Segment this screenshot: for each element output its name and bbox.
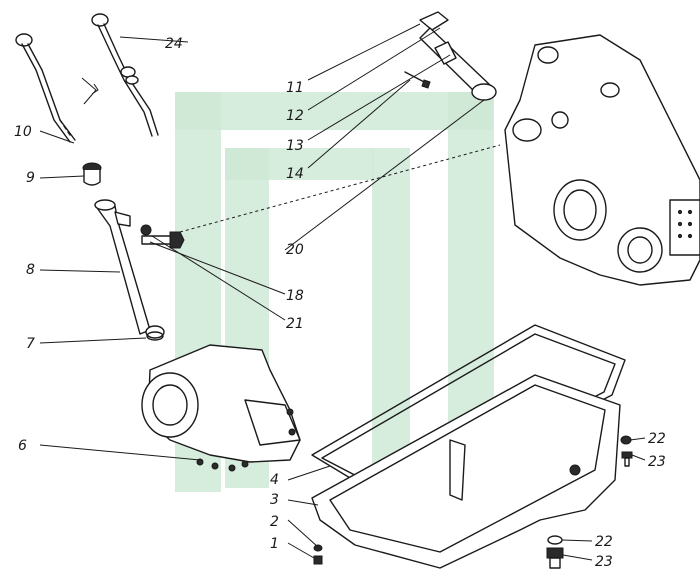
seal-7 (146, 331, 164, 341)
replacement-arrow (81, 77, 99, 105)
callout-16: 18 (286, 288, 304, 304)
callout-labels: 24 10 9 8 7 6 11 12 13 14 20 18 21 4 3 2… (14, 36, 666, 570)
leader-lines (39, 23, 646, 561)
watermark-logo (175, 92, 494, 492)
callout-10: 10 (14, 124, 32, 140)
callout-9: 9 (26, 170, 35, 186)
callout-17: 20 (286, 242, 304, 258)
callout-6: 6 (18, 438, 27, 454)
washer-16 (140, 224, 152, 236)
callout-23: 23 (595, 554, 613, 570)
callout-21: 23 (648, 454, 666, 470)
callout-14: 14 (286, 166, 304, 182)
callout-20: 22 (648, 431, 666, 447)
callout-8: 8 (26, 262, 35, 278)
callout-13: 13 (286, 138, 304, 154)
callout-1: 1 (270, 536, 279, 552)
guide-tube-8 (94, 199, 165, 339)
bolt-1 (313, 555, 323, 565)
gasket-22 (547, 535, 563, 545)
plug-9 (82, 162, 102, 186)
callout-7: 7 (26, 336, 35, 352)
callout-4: 4 (270, 472, 279, 488)
breather-pipe-11 (404, 11, 497, 101)
callout-22: 22 (595, 534, 613, 550)
callout-24: 24 (165, 36, 183, 52)
flywheel-housing (141, 344, 301, 472)
bolt-21 (621, 451, 633, 467)
callout-18: 21 (286, 316, 304, 332)
callout-2: 2 (270, 514, 279, 530)
drain-plug-23 (546, 547, 564, 569)
callout-11: 11 (286, 80, 304, 96)
oil-pan-3 (311, 374, 621, 569)
callout-3: 3 (270, 492, 279, 508)
timing-gear-housing (504, 34, 700, 286)
callout-12: 12 (286, 108, 304, 124)
dipstick-24 (91, 13, 159, 137)
washer-2 (313, 544, 323, 552)
dipstick-10 (15, 33, 76, 143)
washer-20 (620, 435, 632, 445)
